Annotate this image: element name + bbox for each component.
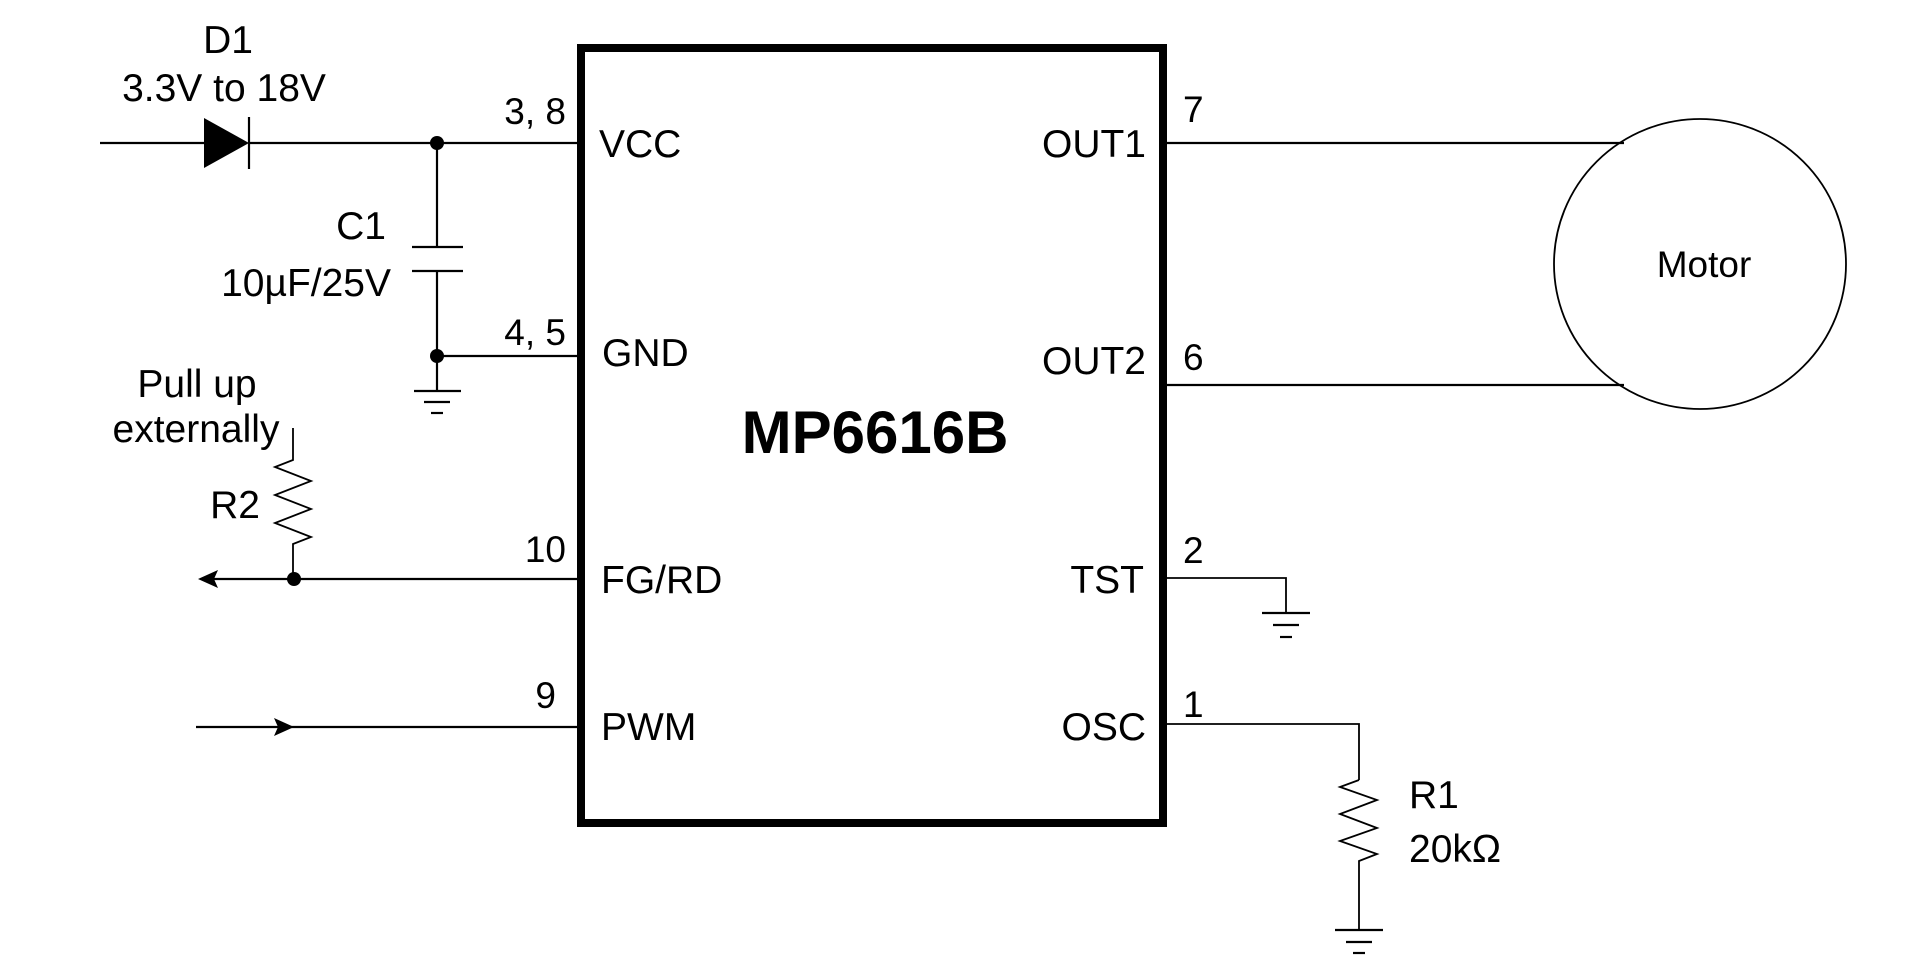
ground-icon <box>1335 928 1383 955</box>
ic-body <box>577 44 1167 827</box>
pin-number-osc: 1 <box>1183 684 1204 725</box>
pin-label-pwm: PWM <box>601 706 696 749</box>
capacitor-c1-symbol <box>412 143 463 391</box>
pin-number-fg-rd: 10 <box>525 529 566 570</box>
pin-number-out1: 7 <box>1183 89 1204 130</box>
d1-value-label: 3.3V to 18V <box>122 67 326 110</box>
r1-value-label: 20kΩ <box>1409 828 1501 871</box>
c1-ref-label: C1 <box>336 205 386 248</box>
pin-label-gnd: GND <box>602 332 689 375</box>
pin-number-vcc: 3, 8 <box>504 91 566 132</box>
junction-dot <box>287 572 301 586</box>
fg-rd-net <box>206 572 581 586</box>
pin-number-tst: 2 <box>1183 530 1204 571</box>
resistor-r1-symbol <box>1337 779 1380 930</box>
pin-label-out2: OUT2 <box>1042 340 1146 383</box>
input-arrow-icon <box>274 718 294 736</box>
gnd-net <box>430 349 581 363</box>
ground-icon <box>414 389 461 415</box>
motor-label: Motor <box>1657 244 1752 285</box>
pin-label-out1: OUT1 <box>1042 123 1146 166</box>
d1-ref-label: D1 <box>203 19 253 62</box>
vcc-net <box>100 136 581 150</box>
ic-part-number: MP6616B <box>742 399 1009 466</box>
osc-net <box>1163 723 1360 780</box>
r2-note-line2: externally <box>113 408 280 451</box>
tst-net <box>1163 577 1287 613</box>
pin-number-out2: 6 <box>1183 337 1204 378</box>
r2-note-line1: Pull up <box>137 363 256 406</box>
junction-dot <box>430 349 444 363</box>
pin-number-pwm: 9 <box>535 675 556 716</box>
pin-label-fg-rd: FG/RD <box>601 559 722 602</box>
pin-label-vcc: VCC <box>599 123 681 166</box>
diode-d1-symbol <box>204 117 251 169</box>
motor-symbol <box>1553 118 1847 410</box>
output-arrow-icon <box>198 570 218 588</box>
ground-icon <box>1262 611 1310 639</box>
pin-label-tst: TST <box>1070 559 1144 602</box>
r2-ref-label: R2 <box>210 484 260 527</box>
r1-ref-label: R1 <box>1409 774 1459 817</box>
pin-label-osc: OSC <box>1061 706 1146 749</box>
pin-number-gnd: 4, 5 <box>504 312 566 353</box>
c1-value-label: 10µF/25V <box>221 262 391 305</box>
resistor-r2-symbol <box>272 428 314 579</box>
